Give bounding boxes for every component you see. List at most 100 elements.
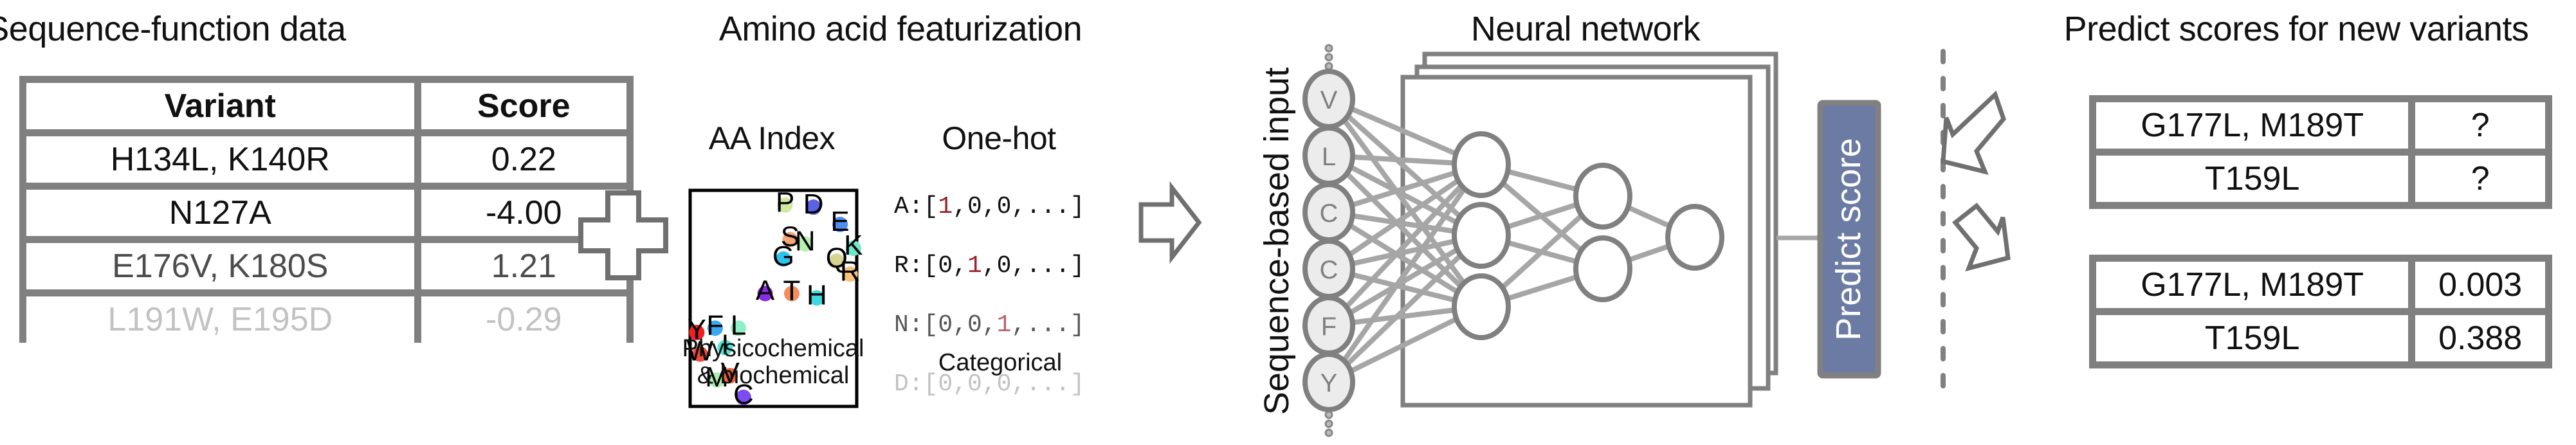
- one-hot-row: D:[0,0,0,...]: [894, 370, 1085, 398]
- variant-cell: L191W, E195D: [19, 289, 421, 343]
- section-title-sequence-function: Sequence-function data: [0, 10, 346, 48]
- aa-point-E: [832, 217, 848, 233]
- section-title-featurization: Amino acid featurization: [718, 10, 1082, 48]
- nn-input-label: Y: [1320, 369, 1338, 397]
- one-hot-suffix: ,...]: [1011, 193, 1085, 221]
- ellipsis-dot: [1324, 53, 1333, 62]
- one-hot-suffix: ,...]: [1011, 252, 1085, 280]
- aa-point-A: [757, 286, 773, 302]
- score-cell: 0.22: [414, 129, 634, 190]
- aa-label-K: K: [844, 230, 863, 261]
- aa-index-plot-frame: [688, 188, 859, 408]
- nn-hidden-node-layer1: [1452, 131, 1511, 198]
- plus-icon: [578, 190, 668, 280]
- arrow-right-icon: [1138, 181, 1202, 264]
- one-hot-cell: 1: [938, 193, 953, 221]
- table-row: G177L, M189T ?: [2088, 95, 2552, 156]
- nn-edge: [1327, 97, 1483, 237]
- aa-point-T: [783, 286, 799, 302]
- nn-edge: [1326, 97, 1484, 309]
- aa-label-L: L: [731, 309, 746, 341]
- arrow-down-right-icon: [1952, 203, 2011, 272]
- aa-label-H: H: [807, 279, 827, 311]
- table-header-row: Variant Score: [19, 76, 634, 136]
- ellipsis-dot: [1324, 62, 1333, 71]
- table-row: N127A -4.00: [19, 183, 634, 243]
- nn-hidden-node-layer1: [1452, 273, 1511, 340]
- one-hot-cell: 0: [938, 311, 953, 339]
- one-hot-cell: 0: [967, 370, 982, 398]
- nn-edge: [1327, 163, 1483, 327]
- aa-point-R: [842, 266, 858, 282]
- aa-label-Q: Q: [826, 242, 848, 274]
- score-cell: 0.388: [2408, 308, 2552, 368]
- nn-edge: [1326, 163, 1484, 384]
- aa-point-K: [845, 241, 861, 256]
- table-row: H134L, K140R 0.22: [19, 129, 634, 190]
- one-hot-cell: 1: [967, 252, 982, 280]
- scored-variants-table: G177L, M189T 0.003 T159L 0.388: [2088, 255, 2552, 368]
- score-cell: ?: [2408, 149, 2552, 209]
- one-hot-cell: 0: [938, 370, 953, 398]
- score-cell: ?: [2408, 95, 2552, 156]
- nn-input-node: [1302, 352, 1355, 412]
- one-hot-suffix: ,...]: [1011, 370, 1085, 398]
- ellipsis-dot: [1324, 419, 1333, 428]
- one-hot-cell: 0: [967, 311, 982, 339]
- table-row: T159L ?: [2088, 149, 2552, 209]
- nn-input-label: L: [1322, 143, 1336, 171]
- column-header-score: Score: [414, 76, 634, 136]
- aa-label-G: G: [772, 241, 794, 272]
- aa-point-W: [692, 346, 708, 362]
- aa-label-E: E: [830, 206, 849, 237]
- aa-point-G: [776, 251, 792, 267]
- one-hot-title: One-hot: [942, 120, 1056, 156]
- one-hot-row: N:[0,0,1,...]: [894, 311, 1085, 339]
- one-hot-cell: 1: [996, 311, 1012, 339]
- variant-cell: G177L, M189T: [2088, 95, 2416, 156]
- variant-cell: N127A: [19, 183, 421, 243]
- aa-point-I: [717, 340, 733, 356]
- score-cell: 0.003: [2408, 255, 2552, 315]
- table-row: G177L, M189T 0.003: [2088, 255, 2552, 315]
- variant-cell: H134L, K140R: [19, 129, 421, 190]
- one-hot-prefix: N:[: [894, 311, 938, 339]
- variant-cell: T159L: [2088, 308, 2416, 368]
- table-row: E176V, K180S 1.21: [19, 236, 634, 296]
- one-hot-prefix: D:[: [894, 370, 938, 398]
- aa-label-C: C: [733, 379, 754, 410]
- aa-point-F: [707, 320, 723, 336]
- column-header-variant: Variant: [19, 76, 421, 136]
- one-hot-row: A:[1,0,0,...]: [894, 193, 1085, 221]
- variant-cell: G177L, M189T: [2088, 255, 2416, 315]
- sequence-input-label: Sequence-based input: [1257, 68, 1296, 415]
- aa-point-L: [731, 320, 747, 336]
- nn-input-label: C: [1320, 256, 1338, 284]
- aa-label-N: N: [795, 225, 816, 257]
- one-hot-cell: 0: [996, 252, 1012, 280]
- one-hot-suffix: ,...]: [1011, 311, 1085, 339]
- nn-edge: [1327, 233, 1483, 384]
- nn-hidden-node-layer2: [1573, 235, 1632, 302]
- nn-hidden-node-layer2: [1573, 163, 1632, 230]
- nn-hidden-node-layer1: [1452, 202, 1511, 269]
- ellipsis-dot: [1324, 428, 1333, 437]
- table-row: T159L 0.388: [2088, 308, 2552, 368]
- aa-index-caption-line2: & biochemical: [697, 362, 850, 389]
- score-cell: -0.29: [414, 289, 634, 343]
- aa-label-P: P: [776, 186, 794, 218]
- nn-edge: [1327, 162, 1483, 271]
- aa-index-title: AA Index: [708, 120, 836, 156]
- variant-cell: E176V, K180S: [19, 236, 421, 296]
- nn-input-label: C: [1320, 199, 1338, 228]
- aa-label-W: W: [687, 336, 714, 367]
- aa-point-M: [709, 372, 725, 388]
- aa-label-Y: Y: [688, 314, 706, 345]
- aa-label-V: V: [720, 357, 740, 388]
- nn-hidden-node-layer3: [1665, 204, 1724, 271]
- aa-point-D: [805, 199, 821, 215]
- aa-label-S: S: [781, 221, 799, 253]
- aa-point-P: [777, 197, 793, 213]
- aa-label-I: I: [721, 329, 729, 361]
